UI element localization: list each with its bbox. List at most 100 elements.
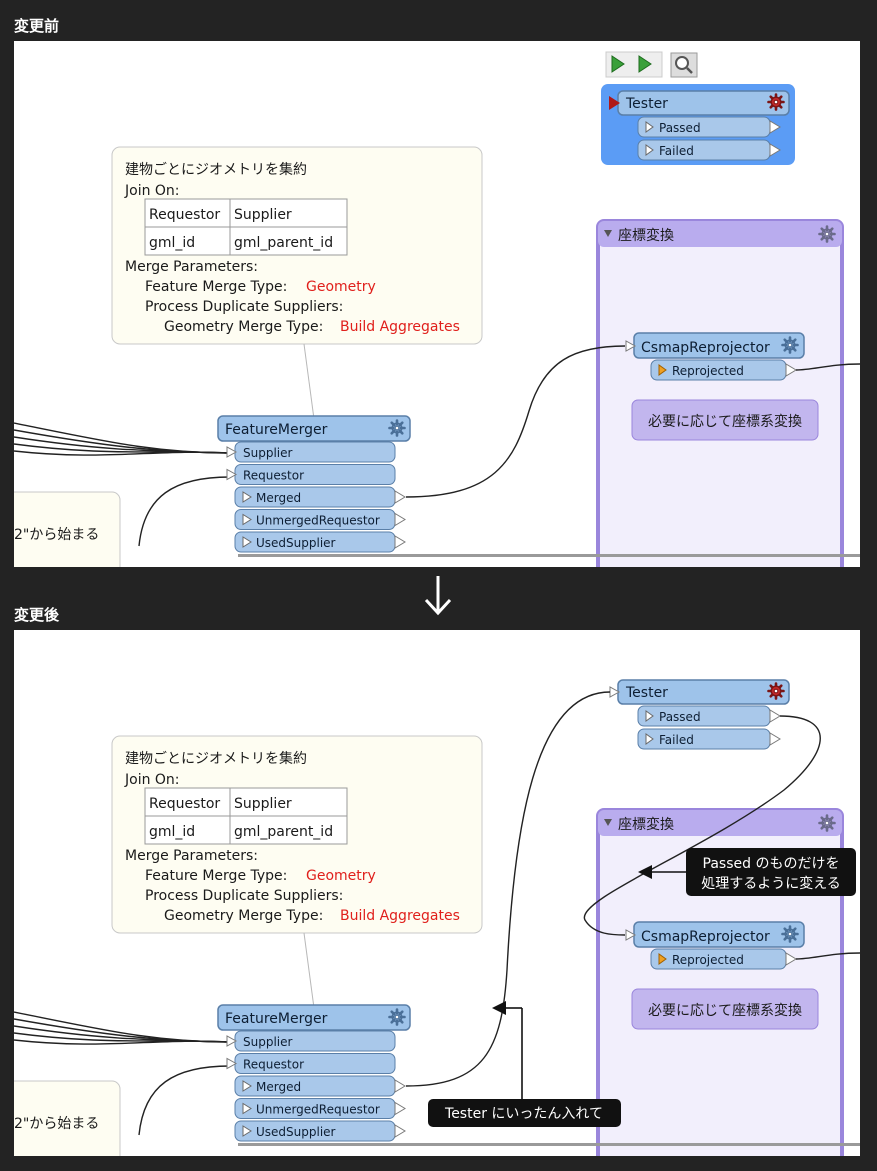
connection-line[interactable] <box>14 1025 231 1043</box>
run-to-this-icon[interactable] <box>611 55 625 73</box>
output-marker-icon <box>658 364 667 376</box>
connection-line[interactable] <box>405 345 626 498</box>
output-port-icon[interactable] <box>394 490 406 504</box>
table-cell: gml_id <box>149 824 195 840</box>
output-marker-icon <box>242 1125 252 1137</box>
transformer-title: CsmapReprojector <box>641 340 770 356</box>
feature-merger-transformer[interactable]: FeatureMergerSupplierRequestorMergedUnme… <box>217 415 411 553</box>
output-port-icon[interactable] <box>769 143 781 157</box>
output-port-icon[interactable] <box>769 732 781 746</box>
annotation-param-label: Geometry Merge Type: <box>164 319 323 335</box>
output-port-icon[interactable] <box>394 535 406 549</box>
connection-line[interactable] <box>14 1039 231 1045</box>
port-label: Supplier <box>243 446 293 460</box>
horizontal-scrollbar[interactable] <box>238 554 860 557</box>
output-marker-icon <box>645 710 654 722</box>
output-marker-icon <box>242 536 252 548</box>
input-port-icon[interactable] <box>625 340 637 352</box>
table-cell: gml_parent_id <box>234 235 333 251</box>
annotation-param-label: Feature Merge Type: <box>145 279 287 295</box>
port-label: Passed <box>659 710 701 724</box>
output-port-icon[interactable] <box>769 709 781 723</box>
port-row[interactable] <box>637 705 771 727</box>
arrow-left-icon <box>492 1001 506 1015</box>
run-from-this-icon[interactable] <box>638 55 652 73</box>
port-label: Reprojected <box>672 953 744 967</box>
port-label: Failed <box>659 144 694 158</box>
output-port-icon[interactable] <box>394 512 406 527</box>
annotation-merge-parameters: Merge Parameters: <box>125 848 258 864</box>
output-port-icon[interactable] <box>394 1124 406 1138</box>
port-label: Requestor <box>243 1058 304 1072</box>
input-port-icon[interactable] <box>226 468 238 481</box>
output-marker-icon <box>658 953 667 965</box>
horizontal-scrollbar[interactable] <box>238 1143 860 1146</box>
arrow-left-icon <box>638 865 652 879</box>
port-row[interactable] <box>637 728 771 750</box>
before-label: 変更前 <box>14 17 60 35</box>
connection-line[interactable] <box>138 1065 231 1136</box>
port-row[interactable] <box>637 139 771 161</box>
down-arrow-icon <box>424 576 452 616</box>
gear-icon[interactable] <box>818 814 836 832</box>
input-port-icon[interactable] <box>625 929 637 941</box>
connection-line[interactable] <box>138 476 231 547</box>
gear-icon[interactable] <box>767 93 785 111</box>
gear-icon[interactable] <box>818 225 836 243</box>
port-label: UnmergedRequestor <box>256 514 380 528</box>
transformer-header <box>217 1004 411 1031</box>
output-port-icon[interactable] <box>394 1101 406 1116</box>
input-port-icon[interactable] <box>609 96 620 110</box>
transformer-title: FeatureMerger <box>225 1011 328 1027</box>
input-port-icon[interactable] <box>226 446 238 458</box>
output-marker-icon <box>242 1102 252 1115</box>
bookmark-header <box>598 810 842 836</box>
bookmark-note: 必要に応じて座標系変換 <box>631 988 819 1030</box>
annotation-title: 建物ごとにジオメトリを集約 <box>125 161 307 178</box>
feature-merger-transformer[interactable]: FeatureMergerSupplierRequestorMergedUnme… <box>217 1004 411 1142</box>
connection-line[interactable] <box>795 363 860 371</box>
gear-icon[interactable] <box>388 1008 406 1026</box>
connection-line[interactable] <box>14 436 231 454</box>
output-port-icon[interactable] <box>785 952 797 966</box>
bookmark-note-text: 必要に応じて座標系変換 <box>648 1002 802 1019</box>
port-label: Supplier <box>243 1035 293 1049</box>
port-row[interactable] <box>637 116 771 138</box>
output-port-icon[interactable] <box>785 363 797 377</box>
output-port-icon[interactable] <box>394 1079 406 1093</box>
gear-icon[interactable] <box>767 682 785 700</box>
collapse-triangle-icon[interactable] <box>604 230 612 237</box>
side-note-text: 2"から始まる <box>14 527 99 543</box>
gear-icon[interactable] <box>781 336 799 354</box>
connection-line[interactable] <box>795 952 860 960</box>
connection-line[interactable] <box>14 450 231 456</box>
callout-text: Passed のものだけを <box>703 856 840 872</box>
gear-icon[interactable] <box>781 925 799 943</box>
output-marker-icon <box>242 491 252 503</box>
bookmark-title: 座標変換 <box>618 816 674 833</box>
input-port-icon[interactable] <box>226 1057 238 1070</box>
input-port-icon[interactable] <box>226 1035 238 1047</box>
output-marker-icon <box>242 1080 252 1092</box>
output-marker-icon <box>645 733 654 745</box>
transformer-header <box>217 415 411 442</box>
gear-icon[interactable] <box>388 419 406 437</box>
bookmark-note: 必要に応じて座標系変換 <box>631 399 819 441</box>
side-note: 2"から始まる <box>14 1080 121 1156</box>
connection-line[interactable] <box>405 691 611 1087</box>
magnifier-icon <box>675 56 689 70</box>
collapse-triangle-icon[interactable] <box>604 819 612 826</box>
output-port-icon[interactable] <box>769 120 781 134</box>
